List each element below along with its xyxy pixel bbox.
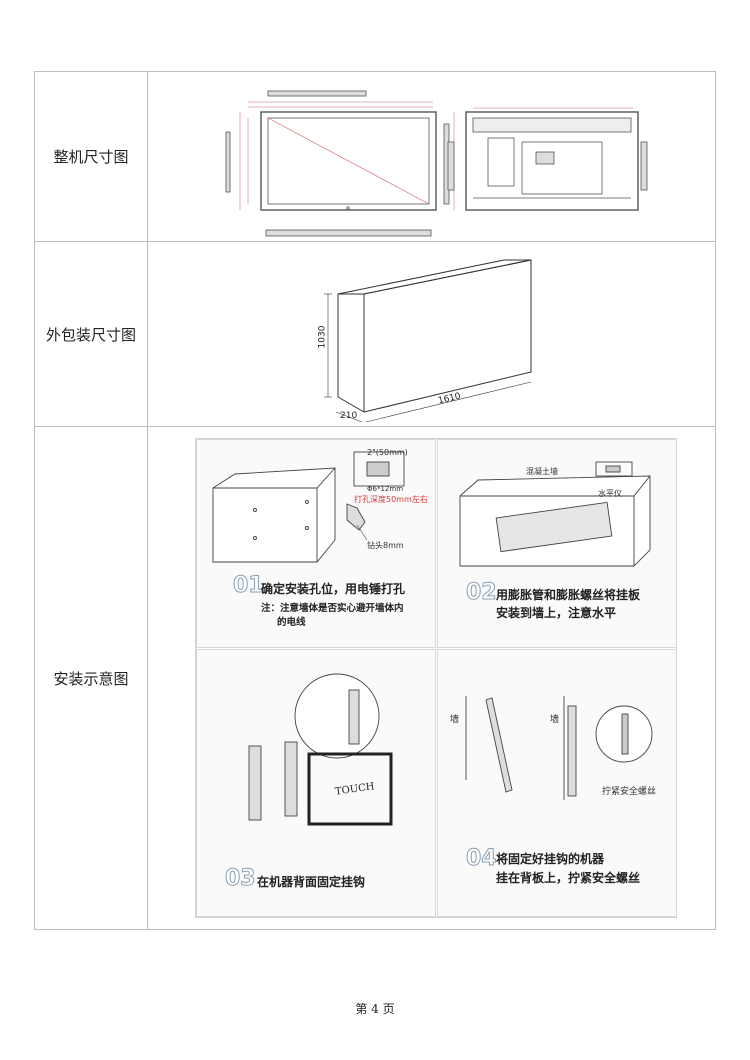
step2-label-level: 水平仪: [598, 489, 622, 498]
step-panel-4: 墙 墙 拧紧安全螺丝 04 将固定好挂钩的机器 挂在背板上，拧紧安全螺丝: [437, 649, 677, 917]
table-row: 外包装尺寸图 1030 210: [34, 241, 716, 427]
step3-bracket-drawing: [248, 673, 393, 826]
row-label-dimensions: 整机尺寸图: [34, 71, 148, 242]
package-height-label: 1030: [317, 325, 328, 349]
step-panel-1: 2"(50mm) Φ6*12mm 打孔深度50mm左右 钻头8mm 01 确定安…: [196, 439, 436, 648]
step1-callout-drill: 钻头8mm: [367, 541, 404, 550]
install-steps-board: 2"(50mm) Φ6*12mm 打孔深度50mm左右 钻头8mm 01 确定安…: [195, 438, 677, 918]
dimension-drawing: [225, 90, 648, 237]
step3-number: 03: [225, 866, 257, 892]
page-number: 第 4 页: [355, 1002, 395, 1016]
step1-callout-dia: Φ6*12mm: [367, 485, 404, 493]
step4-number: 04: [466, 846, 498, 872]
step2-number: 02: [466, 580, 498, 606]
dimension-drawing-cell: [147, 71, 716, 242]
step3-text: 在机器背面固定挂钩: [257, 875, 366, 889]
row-label-package: 外包装尺寸图: [34, 241, 148, 427]
step1-callout-hole: 2"(50mm): [367, 448, 408, 457]
spec-table: 整机尺寸图: [34, 71, 716, 930]
step2-wall-drawing: [459, 461, 651, 567]
table-row: 整机尺寸图: [34, 71, 716, 242]
step1-note-2: 的电线: [277, 617, 306, 628]
step1-callout-depth: 打孔深度50mm左右: [354, 495, 428, 504]
step4-hang-drawing: [465, 696, 653, 800]
step-panel-3: TOUCH 03 在机器背面固定挂钩: [196, 649, 436, 917]
package-box-drawing: [324, 259, 532, 423]
step1-wall-drawing: [212, 451, 405, 563]
step1-note-1: 注：注意墙体是否实心避开墙体内: [261, 603, 404, 614]
step1-text: 确定安装孔位，用电锤打孔: [261, 582, 406, 596]
step2-label-wall: 混凝土墙: [526, 467, 558, 476]
table-row: 安装示意图: [34, 426, 716, 930]
install-steps-cell: 2"(50mm) Φ6*12mm 打孔深度50mm左右 钻头8mm 01 确定安…: [147, 426, 716, 930]
step4-text-1: 将固定好挂钩的机器: [496, 852, 605, 866]
step2-text-2: 安装到墙上，注意水平: [496, 606, 617, 620]
package-depth-label: 210: [340, 411, 358, 421]
package-drawing-cell: 1030 210 1610: [147, 241, 716, 427]
step4-wall-label-1: 墙: [450, 715, 460, 725]
row-label-install: 安装示意图: [34, 426, 148, 930]
step2-text-1: 用膨胀管和膨胀螺丝将挂板: [496, 588, 641, 602]
step1-number: 01: [233, 573, 265, 599]
step-panel-2: 混凝土墙 水平仪 02 用膨胀管和膨胀螺丝将挂板 安装到墙上，注意水平: [437, 439, 677, 648]
step4-text-2: 挂在背板上，拧紧安全螺丝: [496, 871, 641, 885]
step4-label-screw: 拧紧安全螺丝: [602, 787, 657, 797]
step4-wall-label-2: 墙: [550, 715, 560, 725]
